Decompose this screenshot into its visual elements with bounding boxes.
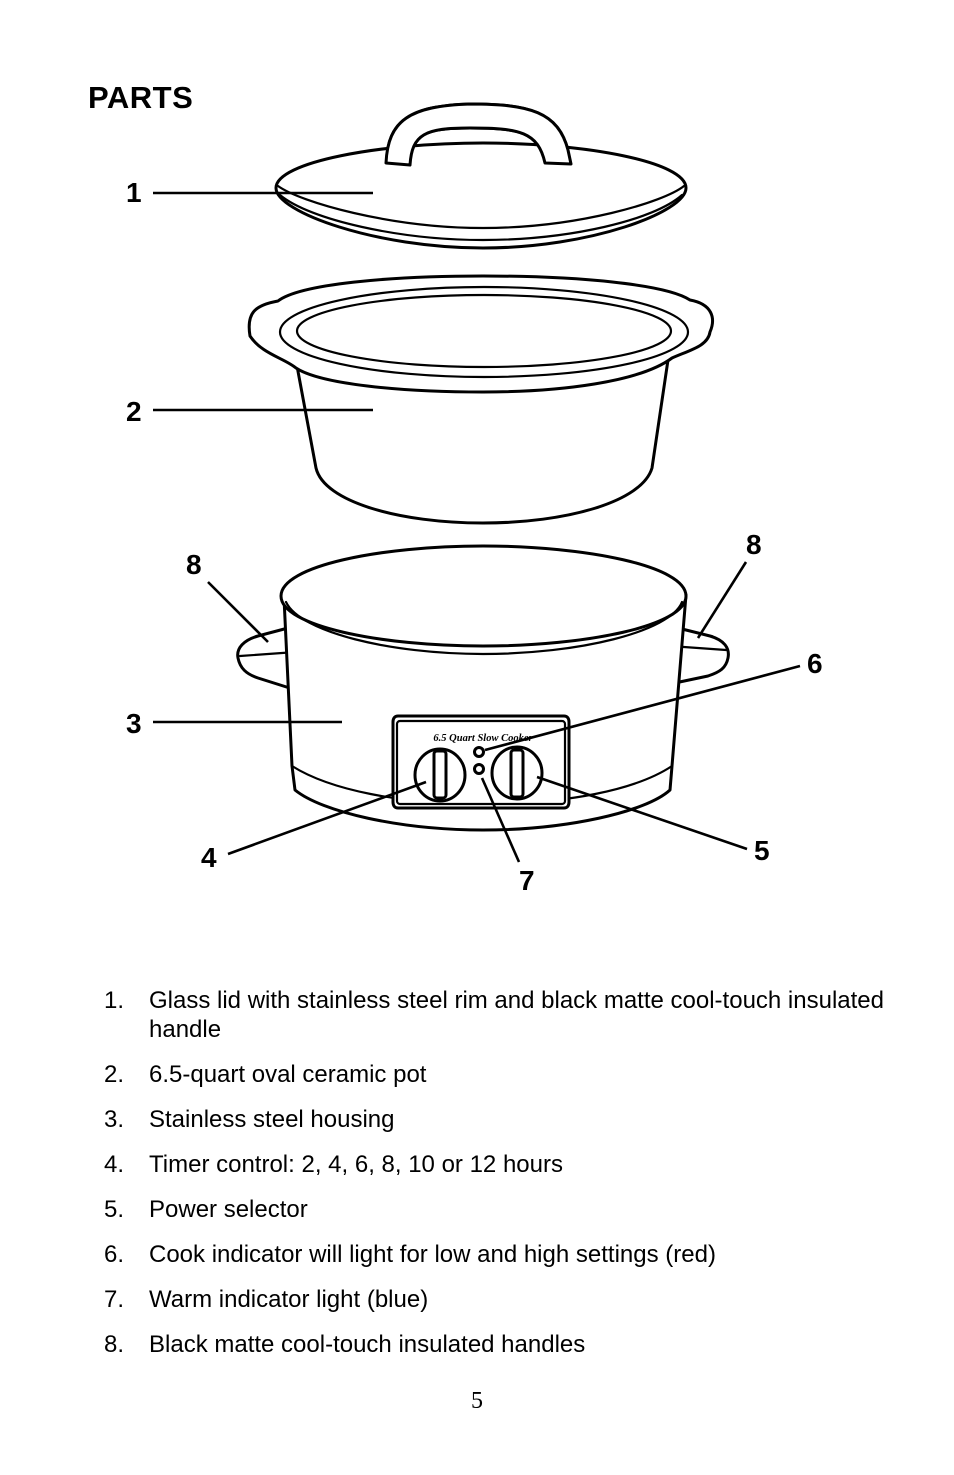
list-item-number: 5. — [104, 1196, 125, 1223]
callout-8-right: 8 — [746, 529, 762, 560]
list-item-text: Stainless steel housing — [149, 1106, 395, 1133]
warm-indicator-light — [473, 763, 485, 775]
list-item: 8. Black matte cool-touch insulated handl… — [104, 1330, 904, 1359]
callout-7: 7 — [519, 865, 535, 896]
timer-knob-illustration — [413, 747, 467, 803]
callout-8-left: 8 — [186, 549, 202, 580]
housing-illustration: 6.5 Quart Slow Cooker — [236, 544, 730, 832]
leader-line-7 — [480, 777, 521, 863]
list-item-text: Warm indicator light (blue) — [149, 1286, 429, 1313]
list-item-number: 6. — [104, 1241, 125, 1268]
control-panel-label: 6.5 Quart Slow Cooker — [433, 733, 533, 744]
glass-lid-illustration — [274, 102, 688, 250]
leader-line-8-right — [696, 561, 748, 639]
callout-2: 2 — [126, 396, 142, 427]
page-heading: PARTS — [88, 80, 194, 115]
list-item: 2. 6.5-quart oval ceramic pot — [104, 1060, 904, 1089]
callout-3: 3 — [126, 708, 142, 739]
list-item-text: Timer control: 2, 4, 6, 8, 10 or 12 hour… — [149, 1151, 563, 1178]
leader-line-4 — [227, 780, 427, 856]
list-item-number: 3. — [104, 1106, 125, 1133]
list-item: 4. Timer control: 2, 4, 6, 8, 10 or 12 ho… — [104, 1150, 904, 1179]
list-item-text: Cook indicator will light for low and hi… — [149, 1241, 716, 1268]
page-number: 5 — [471, 1388, 483, 1414]
list-item-text: Black matte cool-touch insulated handles — [149, 1331, 586, 1358]
list-item: 1. Glass lid with stainless steel rim and… — [104, 986, 904, 1044]
list-item-number: 2. — [104, 1061, 125, 1088]
callout-1: 1 — [126, 177, 142, 208]
power-knob-illustration — [490, 745, 544, 801]
leader-line-6 — [484, 664, 801, 752]
list-item: 7. Warm indicator light (blue) — [104, 1285, 904, 1314]
list-item-number: 8. — [104, 1331, 125, 1358]
list-item-number: 4. — [104, 1151, 125, 1178]
list-item: 6. Cook indicator will light for low and … — [104, 1240, 904, 1269]
slow-cooker-diagram: 6.5 Quart Slow Cooker 1 2 3 — [126, 102, 823, 896]
parts-list: 1. Glass lid with stainless steel rim and… — [104, 986, 904, 1375]
list-item-number: 7. — [104, 1286, 125, 1313]
list-item-text: 6.5-quart oval ceramic pot — [149, 1061, 427, 1088]
list-item-text: Glass lid with stainless steel rim and b… — [149, 987, 884, 1043]
parts-illustration: 6.5 Quart Slow Cooker 1 2 3 — [126, 102, 823, 896]
ceramic-pot-illustration — [247, 274, 714, 525]
list-item: 5. Power selector — [104, 1195, 904, 1224]
leader-line-5 — [536, 775, 748, 851]
callout-5: 5 — [754, 835, 770, 866]
list-item-number: 1. — [104, 987, 125, 1014]
leader-line-8-left — [207, 581, 269, 643]
list-item: 3. Stainless steel housing — [104, 1105, 904, 1134]
callout-6: 6 — [807, 648, 823, 679]
list-item-text: Power selector — [149, 1196, 308, 1223]
callout-4: 4 — [201, 842, 217, 873]
cook-indicator-light — [473, 746, 485, 758]
